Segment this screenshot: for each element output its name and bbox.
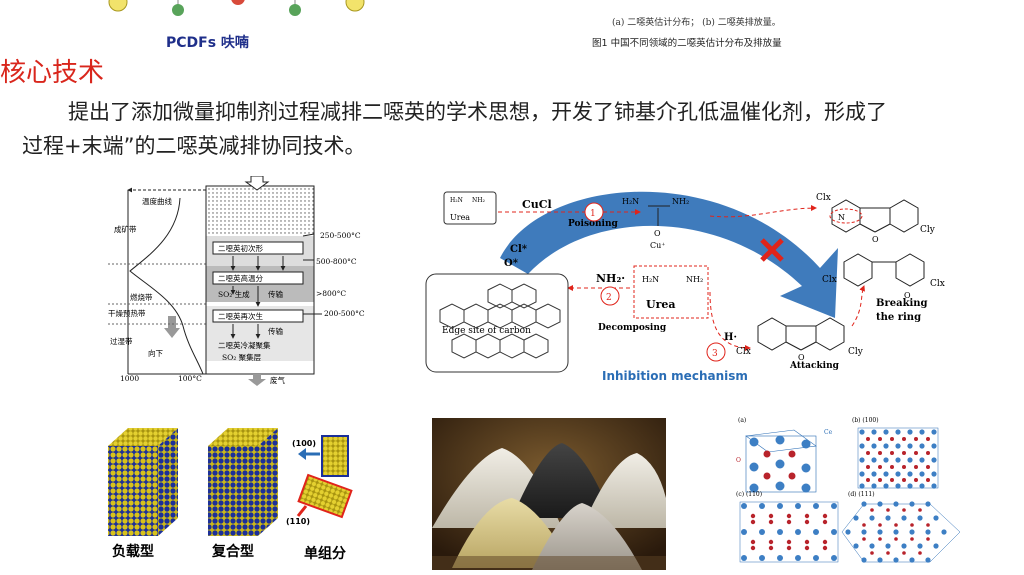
ring-clx2: Clx <box>930 279 945 289</box>
tr-o: O <box>872 235 879 244</box>
step-3: 3 <box>712 349 718 359</box>
box-regen: 二噁英再次生 <box>218 311 263 321</box>
label-composite: 复合型 <box>211 543 254 560</box>
mechanism-title: Inhibition mechanism <box>602 369 748 383</box>
crystal-c: (c) (110) <box>736 491 839 563</box>
ring-clx: Clx <box>822 275 837 285</box>
ceria-crystal-figure: (a) Ce O (b) (100) (c) (110) <box>736 417 961 563</box>
tr-clx: Clx <box>816 193 831 203</box>
box-transport1: 传输 <box>268 289 283 299</box>
o-label: O <box>736 457 741 464</box>
crystal-d: (d) (111) <box>841 491 961 563</box>
pcdfs-label: PCDFs 呋喃 <box>166 35 249 51</box>
exhaust-label: 废气 <box>270 375 285 385</box>
zone-burn: 燃烧带 <box>130 292 153 302</box>
box-transport2: 传输 <box>268 326 283 336</box>
temp-curve-label: 温度曲线 <box>142 196 172 206</box>
catalyst-powder-photo <box>432 418 666 570</box>
cl-radical: Cl* <box>510 244 528 255</box>
axis-left: 1000 <box>120 374 139 383</box>
decomposing-label: Decomposing <box>598 323 667 333</box>
box-initial: 二噁英初次形 <box>218 243 263 253</box>
box-so2-layer: SO₂ 聚集层 <box>222 352 262 362</box>
temp-4: 200-500°C <box>324 309 365 318</box>
dioxin-molecule <box>829 199 919 233</box>
crystal-a-label: (a) <box>738 417 746 424</box>
crystal-b: (b) (100) <box>852 417 939 489</box>
edge-label: Edge site of carbon <box>442 326 531 336</box>
downward-label: 向下 <box>148 348 163 358</box>
inhibition-mechanism-diagram: H₂N NH₂ Urea CuCl Poisoning 1 H₂N NH₂ O … <box>425 191 945 383</box>
breaking-label: Breaking <box>876 298 928 309</box>
poisoning-label: Poisoning <box>568 219 619 229</box>
tr-cly: Cly <box>920 225 936 235</box>
attacking-label: Attacking <box>789 361 840 371</box>
cu-o: O <box>654 229 661 238</box>
temp-2: 500-800°C <box>316 257 357 266</box>
urea-nh2: NH₂ <box>472 197 485 204</box>
urea2-h2n: H₂N <box>642 275 659 284</box>
broken-ring-molecule <box>843 253 925 287</box>
body-paragraph: 提出了添加微量抑制剂过程减排二噁英的学术思想，开发了铈基介孔低温催化剂，形成了 … <box>0 95 1024 163</box>
paragraph-line-2: 过程+末端”的二噁英减排协同技术。 <box>22 134 366 158</box>
axis-right: 100°C <box>178 374 202 383</box>
cucl-label: CuCl <box>522 198 552 211</box>
figure-subcaption: (a) 二噁英估计分布； (b) 二噁英排放量。 <box>612 18 781 28</box>
label-single: 单组分 <box>304 545 346 562</box>
step-1: 1 <box>590 209 596 219</box>
temp-1: 250-500°C <box>320 231 361 240</box>
box-condense: 二噁英冷凝聚集 <box>218 340 271 350</box>
urea-h2n: H₂N <box>450 197 463 204</box>
sinter-process-diagram: 温度曲线 成矿带 燃烧带 干燥预热带 过湿带 向下 1000 100°C 废气 … <box>108 176 365 386</box>
dibenzofuran-molecule <box>757 317 845 351</box>
cu-nh2: NH₂ <box>672 197 689 206</box>
carbon-lattice <box>439 283 561 359</box>
ring-label: the ring <box>876 312 921 323</box>
crystal-d-label: (d) (111) <box>848 491 875 498</box>
label-loaded: 负载型 <box>112 543 154 560</box>
h-radical: H· <box>724 332 737 343</box>
br-clx: Clx <box>736 347 751 357</box>
urea-label: Urea <box>450 213 470 222</box>
figure-caption: 图1 中国不同领域的二噁英估计分布及排放量 <box>592 38 782 49</box>
box-decompose: 二噁英高温分 <box>218 273 263 283</box>
urea2-label: Urea <box>646 298 676 311</box>
crystal-a: (a) Ce O <box>736 417 833 493</box>
temp-3: >800°C <box>316 289 346 298</box>
o-radical: O* <box>504 258 519 269</box>
catalyst-types-figure: (100) (110) 负载型 复合型 单组分 <box>108 428 353 562</box>
zone-wet: 过湿带 <box>110 336 133 346</box>
nh2-radical: NH₂· <box>596 272 625 285</box>
paragraph-line-1: 提出了添加微量抑制剂过程减排二噁英的学术思想，开发了铈基介孔低温催化剂，形成了 <box>68 100 887 124</box>
dim-100: (100) <box>292 439 316 448</box>
zone-dry: 干燥预热带 <box>108 308 146 318</box>
section-title: 核心技术 <box>0 58 105 88</box>
cu-h2n: H₂N <box>622 197 639 206</box>
ring-o: O <box>904 291 911 300</box>
cu-ion: Cu⁺ <box>650 241 666 250</box>
molecule-fragment <box>108 0 365 16</box>
ce-label: Ce <box>824 429 833 436</box>
dim-110: (110) <box>286 517 310 526</box>
box-so2: SO₂ 生成 <box>218 289 250 299</box>
crystal-c-label: (c) (110) <box>736 491 762 498</box>
crystal-b-label: (b) (100) <box>852 417 879 424</box>
br-cly: Cly <box>848 347 864 357</box>
br-o: O <box>798 353 805 362</box>
step-2: 2 <box>606 293 612 303</box>
tr-n: N <box>838 213 845 222</box>
zone-ore: 成矿带 <box>114 224 137 234</box>
urea2-nh2: NH₂ <box>686 275 703 284</box>
